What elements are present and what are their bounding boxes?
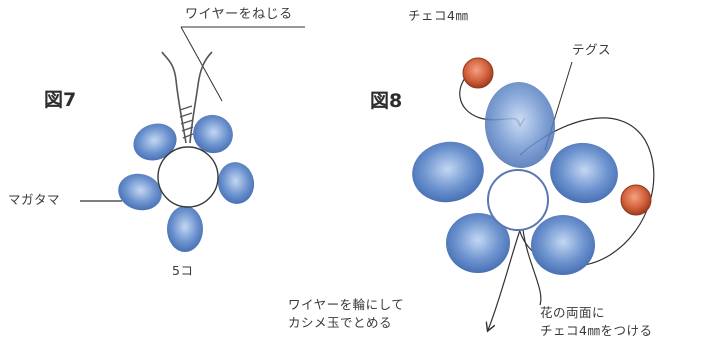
magatama-petal bbox=[167, 206, 203, 252]
center-ring bbox=[487, 169, 549, 231]
wire-loop-line-2: カシメ玉でとめる bbox=[288, 315, 393, 330]
count-label: 5コ bbox=[172, 263, 194, 278]
wire-ring bbox=[157, 146, 219, 208]
czech-bead-right bbox=[620, 184, 652, 216]
magatama-petal bbox=[133, 123, 177, 161]
wire-twist-coils bbox=[179, 105, 194, 139]
magatama-petal bbox=[193, 114, 233, 154]
magatama-petal bbox=[531, 215, 595, 275]
tegusu-label: テグス bbox=[572, 42, 612, 57]
czech-bead-top-label: チェコ4㎜ bbox=[408, 8, 469, 23]
figure-8-title: 図8 bbox=[370, 90, 403, 112]
both-sides-line-2: チェコ4㎜をつける bbox=[540, 323, 653, 338]
magatama-petal bbox=[446, 213, 510, 273]
figure-8 bbox=[412, 57, 655, 330]
magatama-petal bbox=[484, 82, 556, 168]
twisted-wire-2 bbox=[189, 51, 213, 144]
magatama-petal bbox=[217, 162, 255, 204]
wire-twist-label: ワイヤーをねじる bbox=[185, 7, 293, 22]
magatama-petal bbox=[118, 173, 162, 211]
wire-twist-pointer bbox=[180, 26, 223, 102]
both-sides-line-1: 花の両面に bbox=[540, 305, 606, 320]
magatama-petal bbox=[412, 141, 484, 203]
czech-bead-top bbox=[462, 57, 494, 89]
figure-7 bbox=[80, 26, 305, 252]
tegusu-thread-tail-2 bbox=[522, 229, 542, 306]
magatama-label: マガタマ bbox=[8, 192, 61, 207]
tegusu-thread-tail bbox=[488, 229, 521, 330]
wire-loop-line-1: ワイヤーを輪にして bbox=[288, 297, 405, 312]
magatama-petal bbox=[550, 142, 618, 204]
figure-7-title: 図7 bbox=[44, 89, 77, 111]
